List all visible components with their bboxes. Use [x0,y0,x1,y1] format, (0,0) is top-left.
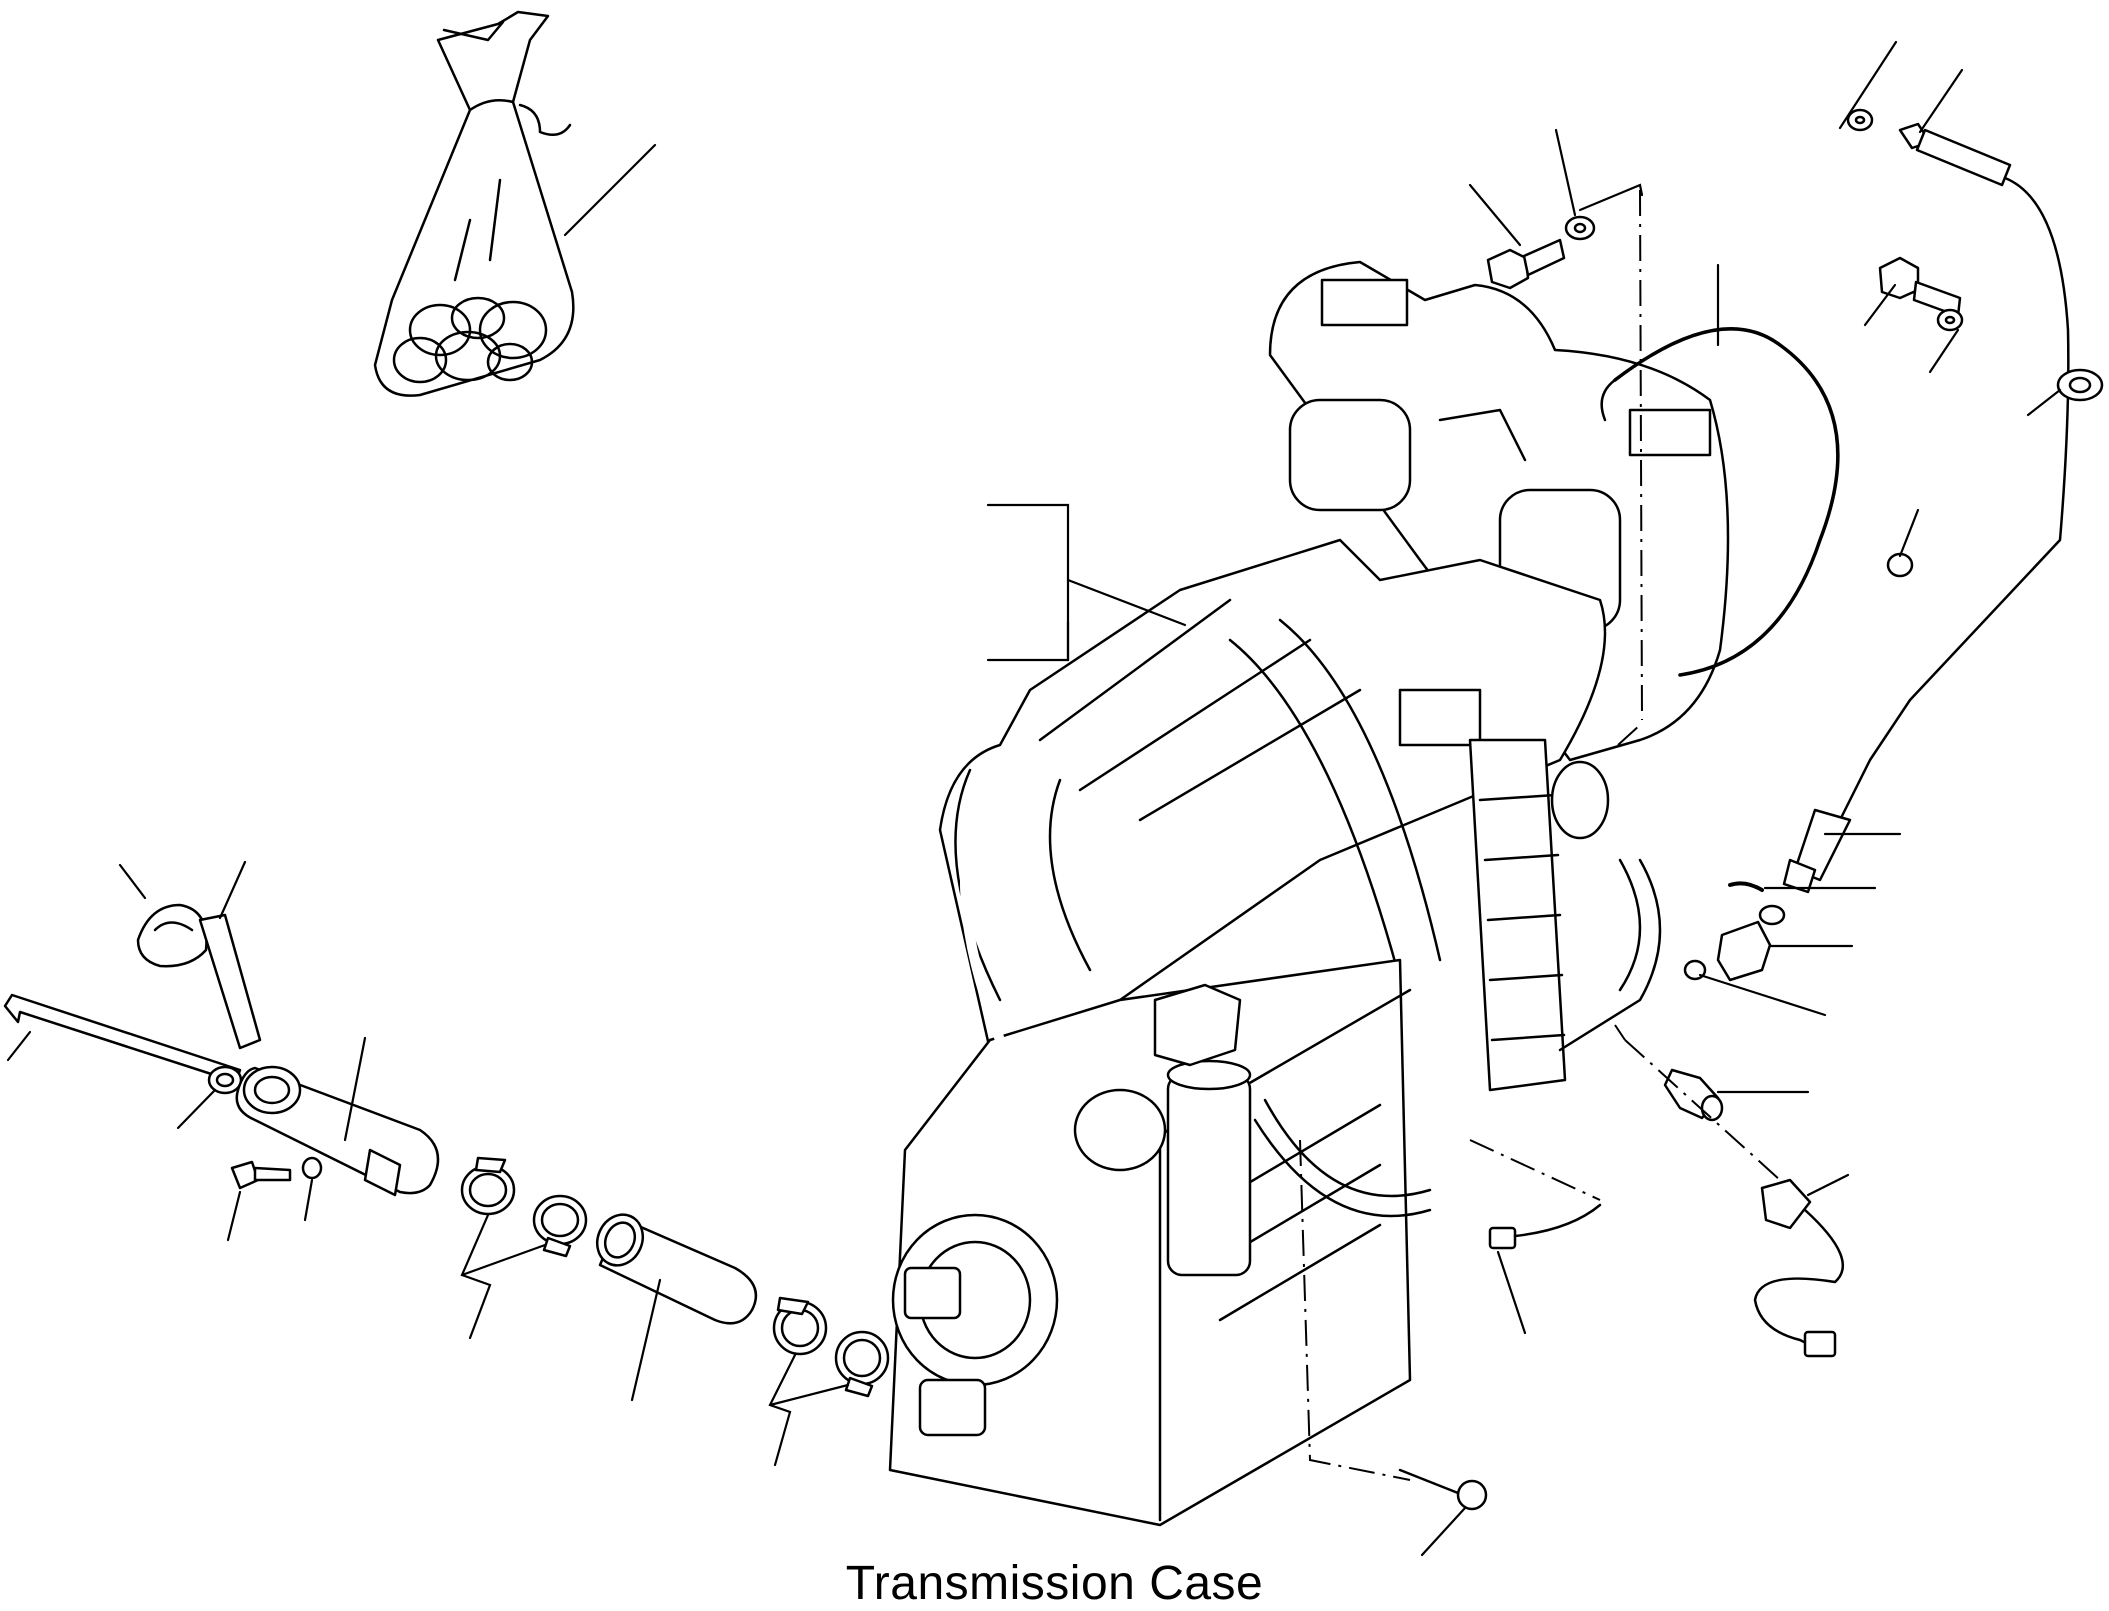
o-ring-right [1730,883,1762,890]
leader-bolt-right [1865,285,1895,325]
hose-clamp-2 [534,1196,586,1256]
leader-washer-top [1556,130,1575,215]
leader-speed-sensor [1808,1175,1848,1195]
leader-o-ring-filler [178,1090,215,1128]
hose-clamp-1 [462,1158,514,1214]
leader-clamp-4 [770,1385,848,1405]
leader-level-sensor [1422,1508,1465,1555]
leader-bolt-top [1470,185,1520,245]
leader-bolt-filler [228,1192,240,1240]
seal-kit-bag [375,12,573,396]
hose [589,1207,756,1323]
plug [1665,1070,1722,1120]
leader-o-ring-lower [1700,975,1825,1015]
leader-lines [8,42,2060,1555]
leader-washer-upper [1840,42,1896,128]
level-sensor [1400,1470,1486,1509]
leader-top-bracket [1580,185,1642,210]
leader-dipstick [220,862,245,918]
leader-hose [632,1280,660,1400]
leader-o-ring-tube [1900,510,1918,556]
washer-upper-right [1848,110,1872,130]
leader-washer-right [1930,330,1958,372]
leader-seal-kit [565,145,655,235]
gasket [1602,329,1838,675]
oil-tube [1784,124,2102,892]
washer-top [1566,217,1594,239]
leader-filler-tube [345,1038,365,1140]
leader-bracket-box [988,505,1068,660]
elbow-fitting [1718,906,1784,980]
leader-dipstick-handle [8,1032,30,1060]
diagram-caption: Transmission Case [845,1557,1264,1610]
dipstick [5,915,260,1082]
leader-clamp-3 [770,1355,795,1465]
bolt-top [1488,240,1564,288]
alignment-lines [1300,190,1780,1480]
leader-oil-tube [1920,70,1962,132]
speed-sensor [1755,1180,1843,1356]
bolt-filler [232,1162,290,1188]
leader-grommet [2028,390,2060,415]
grommet [1888,554,1912,576]
washer-filler [303,1158,321,1178]
temperature-sensor [1490,1205,1600,1248]
transmission-case [890,262,1728,1525]
leader-clamp-1 [462,1215,490,1338]
hose-clamp-3 [774,1298,826,1354]
o-ring-filler [209,1067,241,1093]
washer-right [1938,310,1962,330]
hose-clamp-4 [836,1332,888,1396]
leader-temp-sensor [1498,1252,1525,1333]
leader-breather [120,865,145,898]
breather-cap [138,905,206,966]
filler-tube [237,1067,438,1195]
leader-case [1068,580,1185,625]
leader-washer-filler [305,1180,312,1220]
leader-clamp-2 [462,1245,545,1275]
bolt-right [1880,258,1960,316]
